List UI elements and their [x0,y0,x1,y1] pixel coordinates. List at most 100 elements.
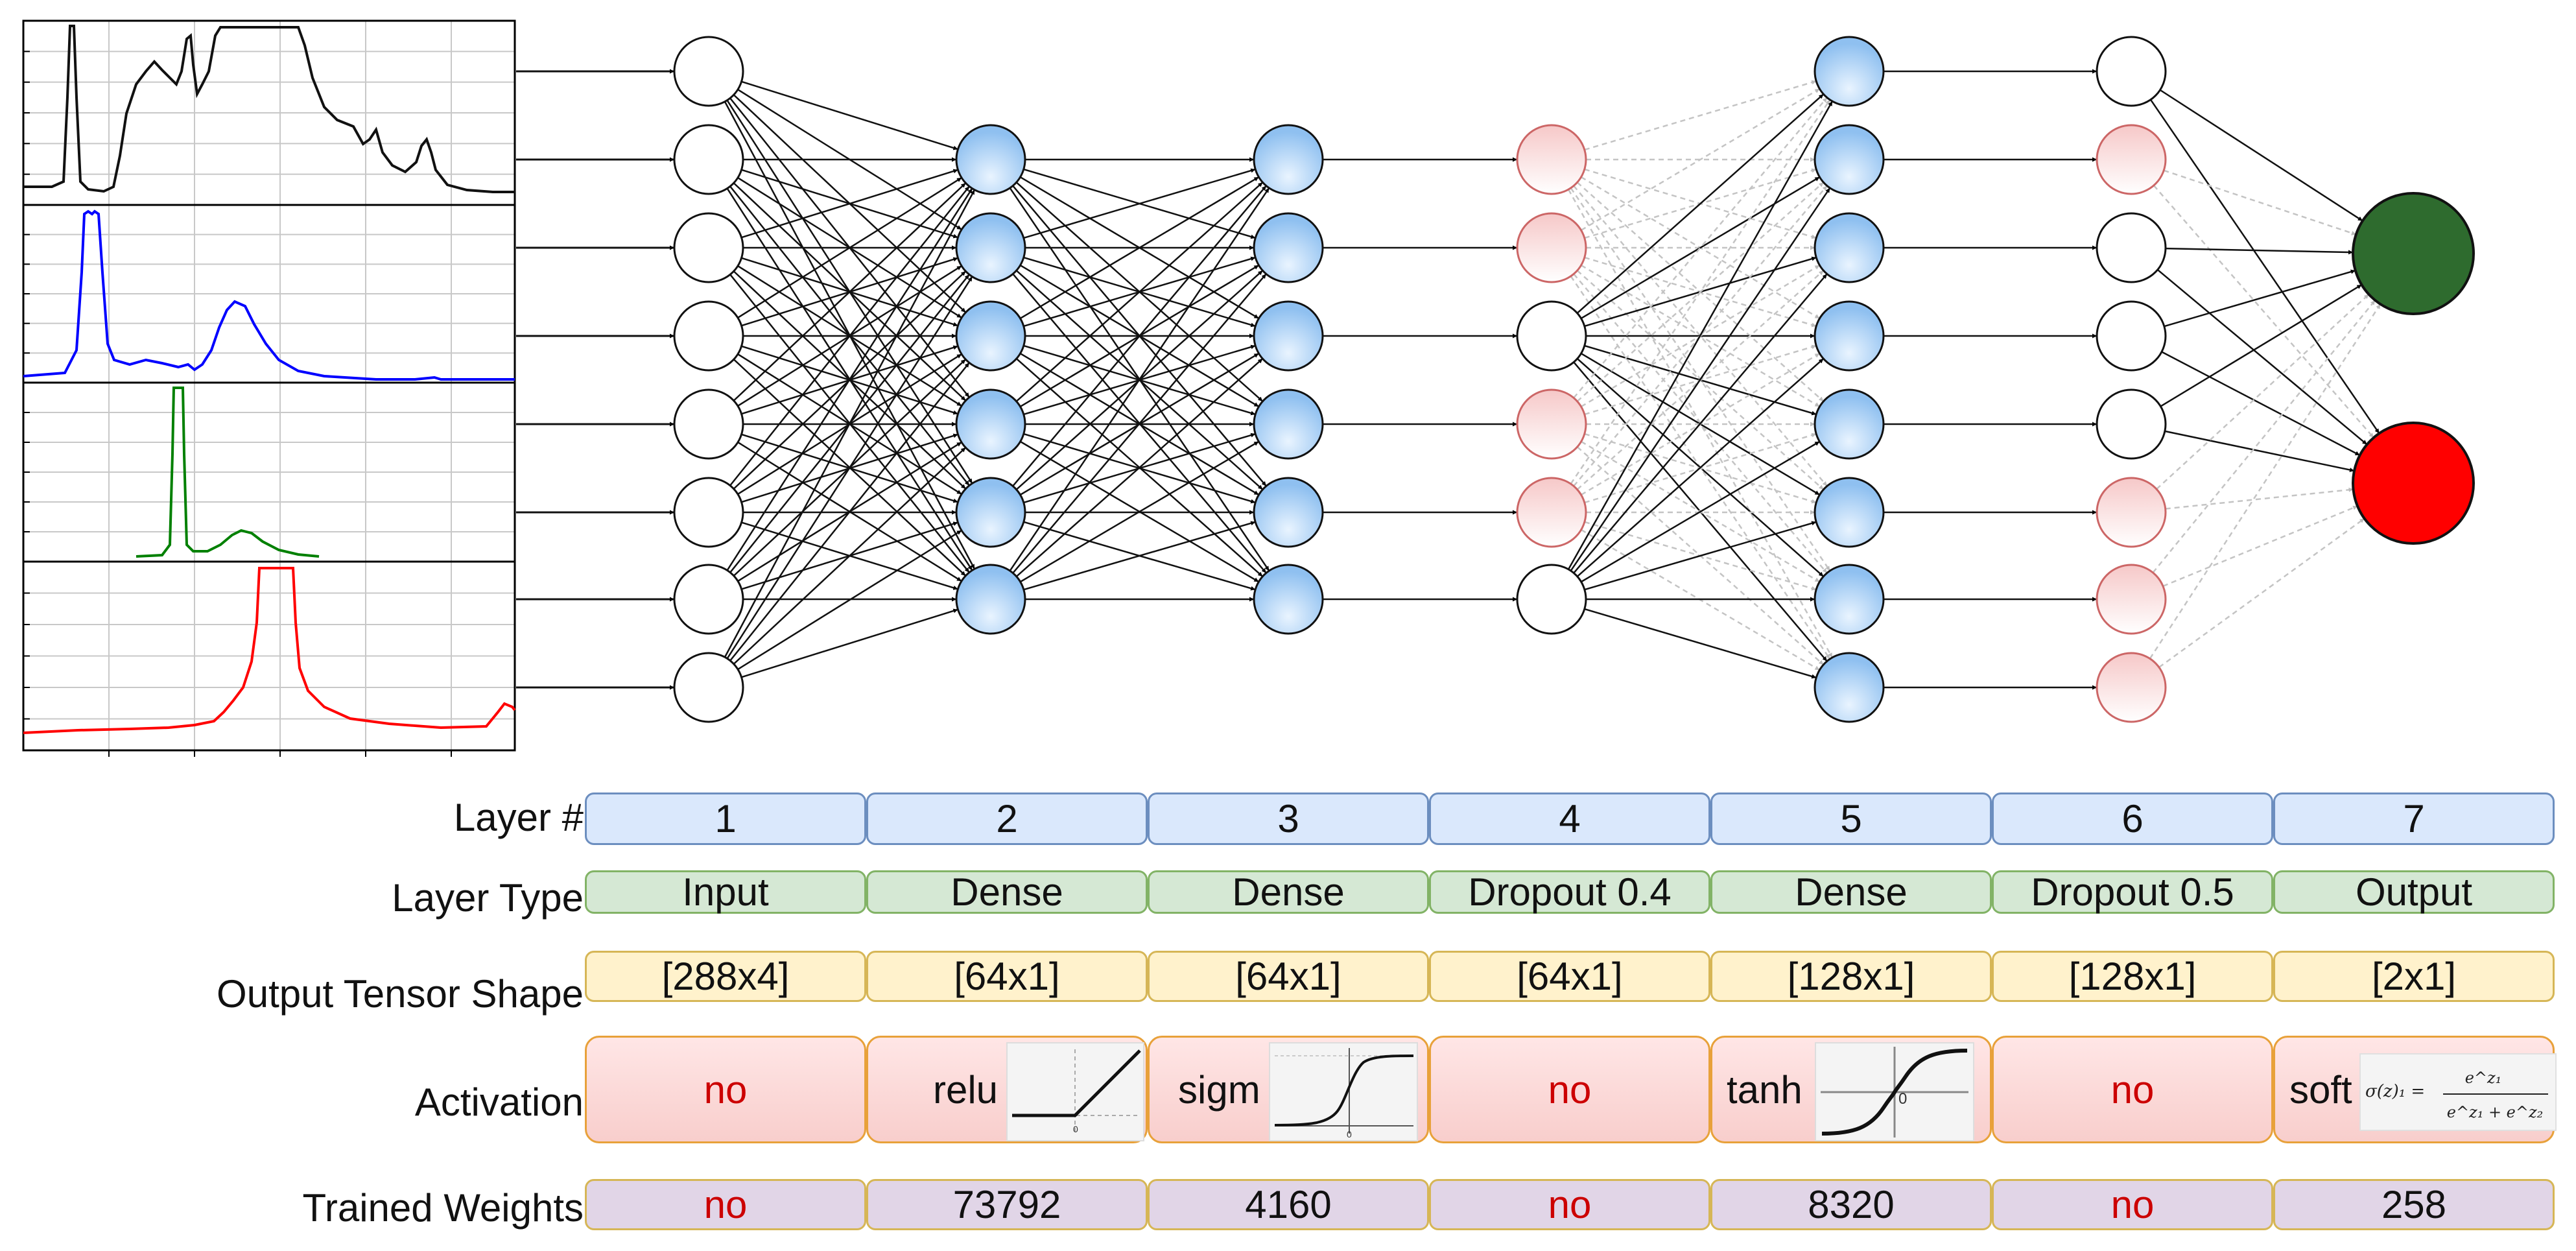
activation-cell: no [585,1036,866,1143]
layer-number-cell: 1 [585,792,866,845]
connection [1012,273,1267,574]
dense-neuron [1253,300,1324,372]
connection [741,608,958,678]
input-neuron [673,388,744,460]
signal-trace-1 [23,25,515,193]
dropout-kept-neuron [1516,300,1587,372]
input-signal-plots [22,19,516,757]
connection [1020,440,1259,583]
dropped-connection [1573,185,1828,487]
dense-neuron [955,388,1026,460]
connection [1573,273,1828,574]
connection [741,169,958,239]
layer-type-cell: Dropout 0.4 [1429,870,1710,914]
network-connections [516,69,2381,690]
dropout-kept-neuron [1516,564,1587,635]
connection [1576,93,1825,314]
row-label-shape: Output Tensor Shape [217,972,584,1016]
dense-neuron [1814,300,1885,372]
connection [737,177,962,318]
layer-type-cell: Dense [1710,870,1992,914]
connection [1009,187,1270,571]
tensor-shape-cell: [2x1] [2273,951,2555,1002]
dropped-connection [1573,185,1828,487]
layer-number-cell: 7 [2273,792,2555,845]
input-neuron [673,124,744,195]
dropped-connection [2153,185,2374,438]
weights-cell: no [585,1179,866,1230]
weights-cell: no [1429,1179,1710,1230]
weights-cell: 8320 [1710,1179,1992,1230]
activation-cell: no [1992,1036,2273,1143]
dense-neuron [955,124,1026,195]
connection [733,447,967,665]
layer-number-cell: 3 [1148,792,1429,845]
plot-ticks [23,51,452,757]
connection [733,182,967,401]
input-neuron [673,212,744,283]
dense-neuron [1253,388,1324,460]
activation-cell: no [1429,1036,1710,1143]
connection [1019,176,1260,320]
dropout-kept-neuron [2096,212,2167,283]
activation-cell: relu [866,1036,1148,1143]
connection [737,529,962,671]
tensor-shape-cell: [288x4] [585,951,866,1002]
dropout-dropped-neuron [1516,388,1587,460]
dropout-kept-neuron [2096,36,2167,107]
connection [1015,358,1264,577]
dropped-connection [1570,99,1831,484]
weights-cell: 4160 [1148,1179,1429,1230]
connection [2164,269,2356,328]
dense-neuron [1253,477,1324,548]
activation-label: soft [2289,1067,2352,1112]
dense-neuron [955,564,1026,635]
dropped-connection [2152,300,2376,573]
dense-neuron [1814,564,1885,635]
input-neuron [673,564,744,635]
connection [1584,521,1817,591]
dropped-connection [2158,518,2365,668]
connection [741,80,958,150]
dropped-connection [2162,505,2358,587]
input-neuron [673,36,744,107]
layer-number-cell: 6 [1992,792,2273,845]
activation-cell: soft [2273,1036,2555,1143]
connection [1584,608,1817,679]
activation-label: no [1548,1067,1592,1112]
weights-cell: 258 [2273,1179,2555,1230]
dense-neuron [1253,564,1324,635]
layer-type-cell: Input [585,870,866,914]
dense-neuron [1814,652,1885,723]
row-label-weights: Trained Weights [302,1186,584,1230]
plot-grid [23,21,515,750]
connection [1576,358,1825,577]
layer-type-cell: Dense [866,870,1148,914]
network-neurons [673,36,2475,723]
connection [1580,176,1821,320]
activation-label: relu [933,1067,998,1112]
signal-trace-3 [136,387,320,558]
connection [729,362,970,661]
dense-neuron [1814,477,1885,548]
layer-type-cell: Dropout 0.5 [1992,870,2273,914]
tensor-shape-cell: [64x1] [1148,951,1429,1002]
layer-number-cell: 2 [866,792,1148,845]
row-label-activation: Activation [414,1080,584,1124]
dropout-dropped-neuron [2096,477,2167,548]
dropout-dropped-neuron [2096,124,2167,195]
weights-cell: no [1992,1179,2273,1230]
output-neuron-class-2 [2352,422,2475,545]
input-neuron [673,652,744,723]
connection [2160,284,2363,407]
connection [1570,187,1831,571]
dropped-connection [2149,304,2381,660]
connection [729,185,970,486]
dropout-kept-neuron [2096,300,2167,372]
weights-cell: 73792 [866,1179,1148,1230]
signal-trace-4 [23,567,516,734]
tensor-shape-cell: [128x1] [1710,951,1992,1002]
connection [726,187,973,571]
connection [724,189,976,658]
dense-neuron [955,212,1026,283]
